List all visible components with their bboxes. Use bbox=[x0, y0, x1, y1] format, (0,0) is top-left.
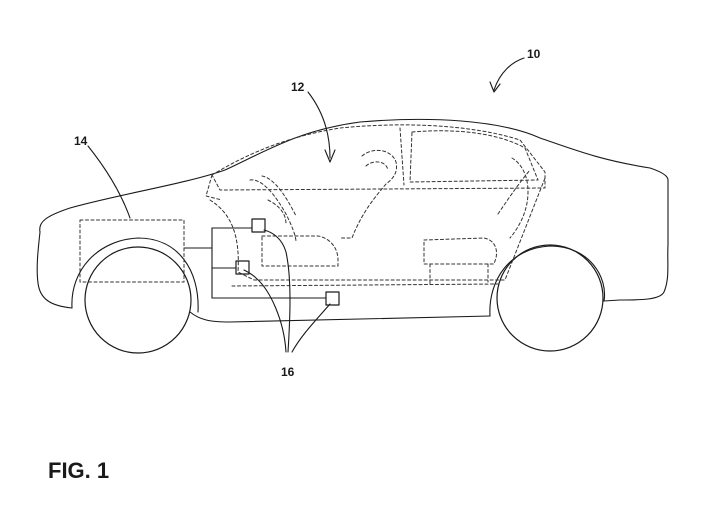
rear-seat-back bbox=[250, 180, 296, 242]
front-seat-headrest bbox=[366, 162, 388, 170]
leader-16-b bbox=[244, 270, 286, 352]
wiring-harness bbox=[184, 228, 326, 298]
rocker-sill bbox=[190, 312, 490, 322]
front-seat-base bbox=[430, 264, 488, 284]
ref-vehicle: 10 bbox=[527, 47, 541, 61]
leader-lines bbox=[88, 58, 524, 352]
front-seat-back bbox=[340, 150, 397, 238]
leader-16-a bbox=[264, 230, 290, 352]
figure-caption: FIG. 1 bbox=[48, 458, 109, 483]
front-seat-cushion bbox=[424, 238, 497, 264]
leader-12 bbox=[308, 92, 330, 158]
floor-line bbox=[232, 284, 498, 286]
b-pillar bbox=[400, 128, 404, 185]
dashboard bbox=[510, 158, 528, 238]
module-box bbox=[80, 220, 184, 282]
cabin-outline bbox=[206, 125, 545, 286]
rear-wheel bbox=[85, 247, 191, 353]
leader-16-c bbox=[292, 304, 330, 352]
ref-module: 14 bbox=[74, 134, 88, 148]
sensor-box-lower bbox=[326, 292, 339, 305]
sensor-box-upper bbox=[252, 219, 265, 232]
c-pillar bbox=[206, 175, 222, 200]
front-window bbox=[410, 131, 538, 182]
door-line bbox=[210, 178, 545, 280]
rear-console bbox=[268, 200, 286, 224]
ref-cabin: 12 bbox=[291, 80, 305, 94]
rear-seat-back-inner bbox=[262, 176, 296, 216]
rear-seat-cushion bbox=[262, 236, 338, 266]
vehicle-silhouette bbox=[40, 119, 668, 301]
steering-column bbox=[498, 170, 530, 214]
leader-14 bbox=[88, 146, 130, 218]
front-wheel-arch bbox=[490, 246, 605, 316]
rear-lower bbox=[37, 232, 72, 308]
ref-sensors: 16 bbox=[281, 365, 295, 379]
